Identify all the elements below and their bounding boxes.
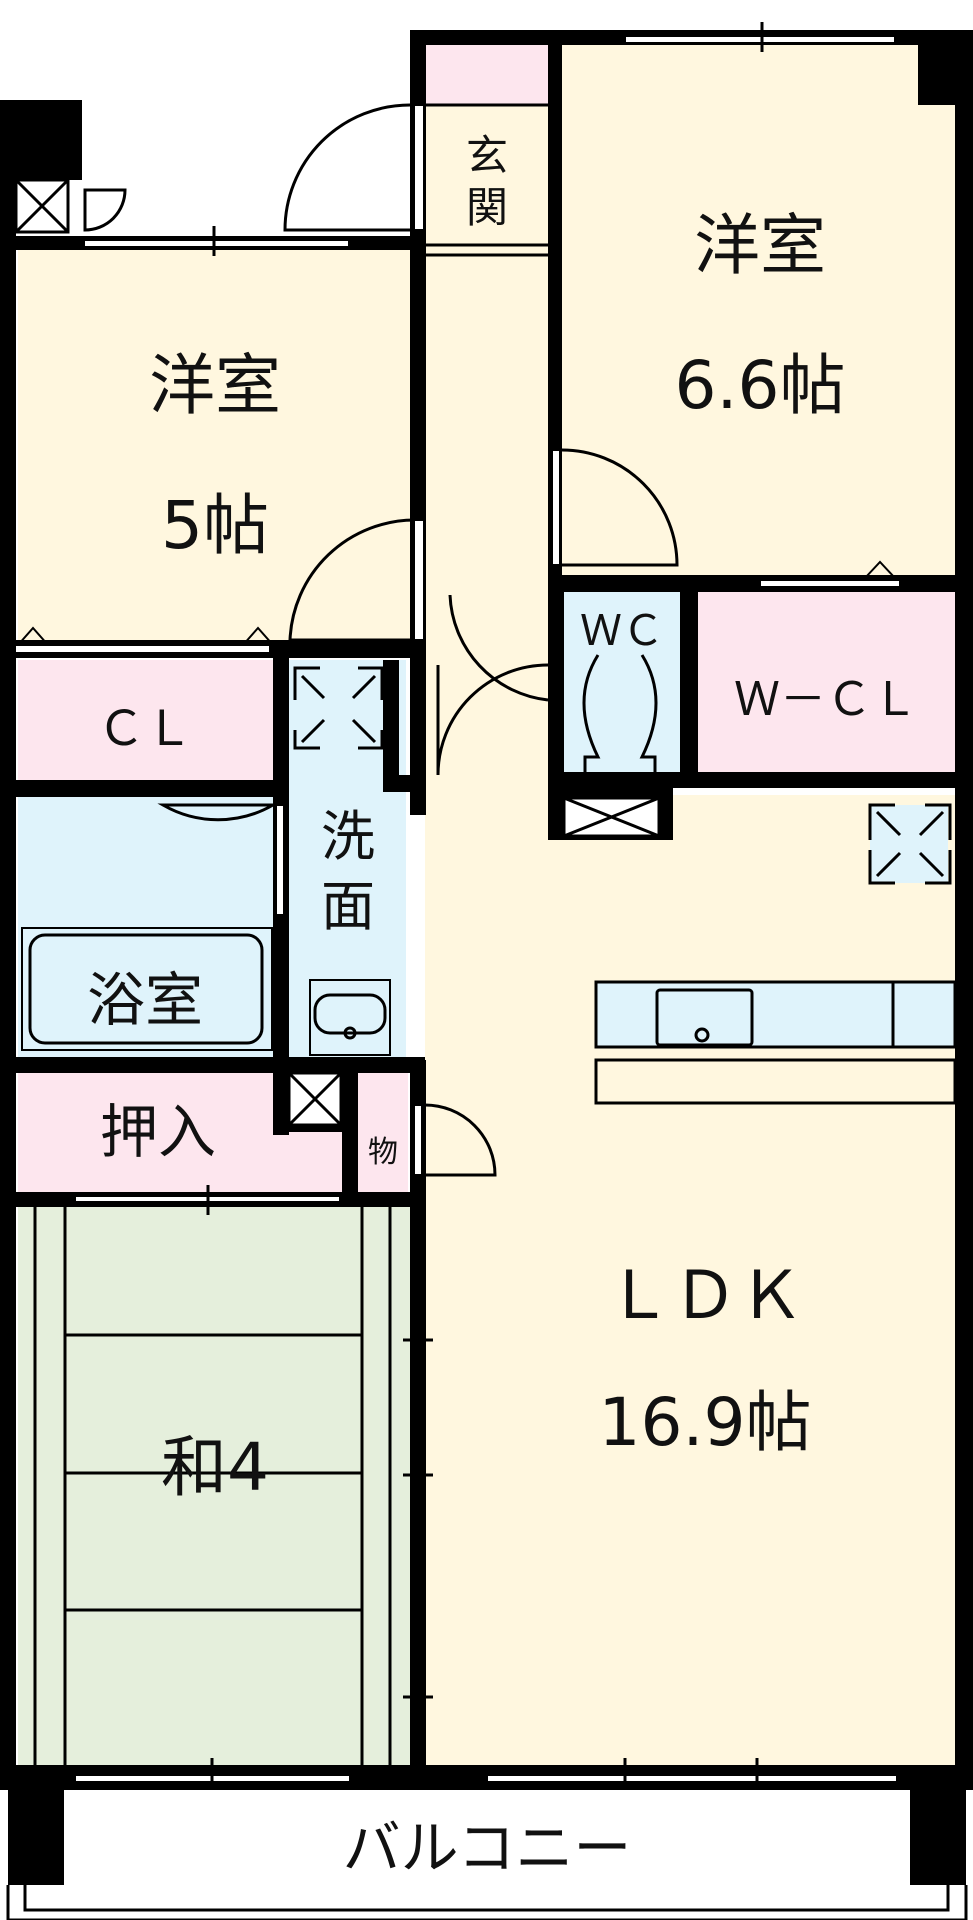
western-room-small-size: 5帖 bbox=[161, 487, 269, 564]
bathroom-label: 浴室 bbox=[87, 966, 203, 1034]
door-jamb bbox=[275, 804, 285, 916]
window bbox=[486, 1774, 898, 1783]
kitchen-counter-icon bbox=[594, 980, 957, 1105]
wall-block bbox=[8, 1765, 64, 1885]
closet-marker-icon bbox=[864, 560, 896, 579]
japanese-room-label: 和4 bbox=[161, 1429, 269, 1506]
wall bbox=[548, 30, 562, 575]
wall bbox=[342, 1070, 358, 1205]
genkan-label: 関 bbox=[466, 183, 508, 232]
window bbox=[14, 644, 271, 654]
genkan-label: 玄 bbox=[466, 131, 508, 180]
closet-fill bbox=[18, 660, 273, 780]
door-jamb bbox=[413, 1104, 423, 1176]
room-fills bbox=[18, 45, 955, 1765]
western-room-large-fill bbox=[560, 45, 955, 575]
walk-in-closet-fill bbox=[698, 592, 955, 774]
pipe-shaft-icon bbox=[287, 1071, 343, 1127]
ventilation-icon bbox=[868, 803, 952, 885]
door-swing-icon bbox=[288, 518, 416, 642]
bathtub-icon bbox=[21, 927, 273, 1051]
wall-block bbox=[918, 30, 962, 105]
door-swing-icon bbox=[436, 663, 549, 776]
closet-label: ＣＬ bbox=[97, 701, 193, 757]
western-room-small-fill bbox=[18, 250, 416, 645]
pipe-shaft-icon bbox=[562, 796, 661, 838]
storage-fill bbox=[358, 1072, 408, 1192]
door-swing-icon bbox=[83, 188, 127, 232]
pipe-shaft-icon bbox=[14, 178, 70, 234]
wall bbox=[410, 1060, 426, 1765]
sink-icon bbox=[309, 979, 391, 1056]
door-jamb bbox=[413, 104, 425, 231]
toilet-icon bbox=[582, 654, 658, 775]
door-swing-icon bbox=[157, 803, 279, 822]
wall bbox=[0, 780, 288, 797]
western-room-large-size: 6.6帖 bbox=[675, 347, 846, 424]
bathroom-fill bbox=[18, 795, 273, 1057]
door-swing-icon bbox=[283, 103, 411, 232]
ldk-size: 16.9帖 bbox=[599, 1384, 812, 1461]
balcony-outline bbox=[6, 1885, 968, 1920]
toilet-label: ＷＣ bbox=[580, 606, 664, 655]
doors bbox=[83, 103, 679, 1177]
door-swing-icon bbox=[561, 448, 679, 567]
ldk-fill bbox=[425, 795, 955, 1765]
closet-marker-icon bbox=[17, 626, 49, 646]
oshiire-label: 押入 bbox=[100, 1098, 216, 1166]
window bbox=[83, 239, 350, 248]
door-jamb bbox=[413, 519, 425, 641]
window bbox=[624, 35, 896, 44]
wall bbox=[383, 660, 399, 790]
tatami-lines bbox=[33, 1207, 392, 1765]
wall-block bbox=[910, 1765, 966, 1885]
wall bbox=[680, 590, 698, 785]
washroom-label: 面 bbox=[321, 875, 375, 938]
door-swing-icon bbox=[424, 1103, 497, 1177]
western-room-small-name: 洋室 bbox=[149, 347, 281, 424]
japanese-room-fill bbox=[18, 1207, 418, 1765]
walk-in-closet-label: Ｗ－ＣＬ bbox=[734, 672, 918, 726]
wall-right-outer bbox=[955, 30, 973, 1770]
washroom-label: 洗 bbox=[321, 805, 375, 868]
closet-marker-icon bbox=[242, 626, 274, 646]
western-room-large-name: 洋室 bbox=[694, 207, 826, 284]
window bbox=[759, 579, 901, 588]
genkan-closet-fill bbox=[425, 45, 550, 105]
ldk-name: ＬＤＫ bbox=[606, 1257, 804, 1334]
wall-left-outer bbox=[0, 100, 16, 1765]
door-jamb bbox=[551, 449, 561, 566]
storage-label: 物 bbox=[368, 1135, 398, 1170]
door-swing-icon bbox=[448, 594, 549, 702]
balcony-label: バルコニー bbox=[343, 1814, 632, 1882]
ventilation-icon bbox=[293, 666, 384, 750]
hallway-fill bbox=[425, 245, 550, 800]
wall bbox=[0, 1057, 425, 1073]
wall bbox=[383, 775, 425, 792]
toilet-fill bbox=[562, 592, 680, 774]
window-ticks bbox=[206, 22, 764, 1790]
